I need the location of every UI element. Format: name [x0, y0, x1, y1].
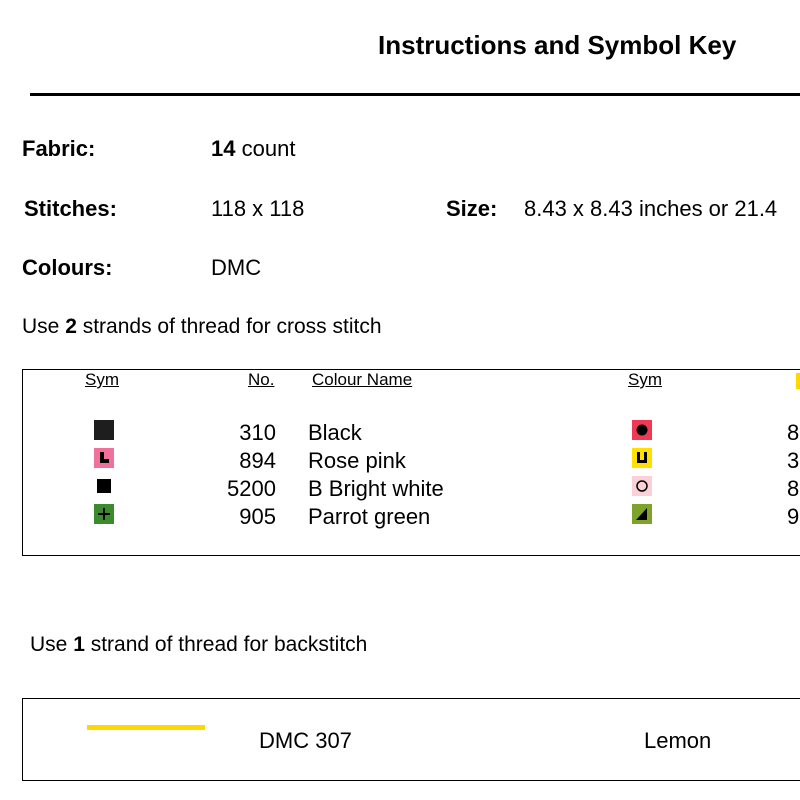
row-3-name: B Bright white	[308, 476, 444, 501]
header-sym: Sym	[85, 370, 119, 389]
stitches-label: Stitches:	[24, 196, 117, 221]
backstitch-table	[22, 698, 800, 781]
row-4-name: Parrot green	[308, 504, 431, 529]
pink-ring-icon	[632, 476, 652, 496]
fabric-unit: count	[241, 136, 296, 161]
colours-label: Colours:	[22, 255, 113, 280]
pink-corner-icon	[94, 448, 114, 468]
row-4-no: 905	[239, 504, 276, 529]
cropped-header-marker	[796, 373, 800, 389]
row-1-name: Black	[308, 420, 362, 445]
cross-note-pre: Use	[22, 315, 66, 338]
back-note-pre: Use	[30, 633, 74, 656]
back-note-post: strand of thread for backstitch	[84, 633, 368, 656]
backstitch-code: DMC 307	[259, 728, 352, 753]
yellow-cup-icon	[632, 448, 652, 468]
back-note-strands: 1	[73, 633, 85, 656]
row-1-no-2: 8	[787, 420, 800, 445]
colours-value: DMC	[211, 255, 262, 280]
row-2-no-2: 3	[787, 448, 800, 473]
small-black-square-icon	[97, 479, 111, 493]
cross-stitch-note: Use 2 strands of thread for cross stitch	[22, 315, 382, 339]
backstitch-colour-name: Lemon	[644, 728, 712, 753]
red-circle-icon	[632, 420, 652, 440]
size-label: Size:	[446, 196, 498, 221]
row-2-name: Rose pink	[308, 448, 406, 473]
row-2-no: 894	[239, 448, 276, 473]
row-1-no: 310	[239, 420, 276, 445]
size-value: 8.43 x 8.43 inches or 21.4	[524, 196, 778, 221]
backstitch-note: Use 1 strand of thread for backstitch	[30, 633, 367, 657]
cross-note-strands: 2	[65, 315, 77, 338]
fabric-label: Fabric:	[22, 136, 96, 161]
black-square-icon	[94, 420, 114, 440]
row-3-no-2: 8	[787, 476, 800, 501]
row-3-no: 5200	[227, 476, 276, 501]
stitches-value: 118 x 118	[211, 196, 305, 221]
cross-note-post: strands of thread for cross stitch	[76, 315, 382, 338]
fabric-value: 14 count	[211, 136, 295, 162]
row-4-no-2: 9	[787, 504, 800, 529]
header-no: No.	[248, 370, 275, 389]
olive-triangle-icon	[632, 504, 652, 524]
backstitch-line-swatch	[87, 725, 205, 730]
header-colour-name: Colour Name	[312, 370, 413, 389]
title-divider	[30, 93, 800, 96]
header-sym-2: Sym	[628, 370, 662, 389]
fabric-count: 14	[211, 136, 236, 161]
page-title: Instructions and Symbol Key	[378, 30, 737, 60]
green-plus-icon	[94, 504, 114, 524]
symbol-key-table	[22, 369, 800, 556]
